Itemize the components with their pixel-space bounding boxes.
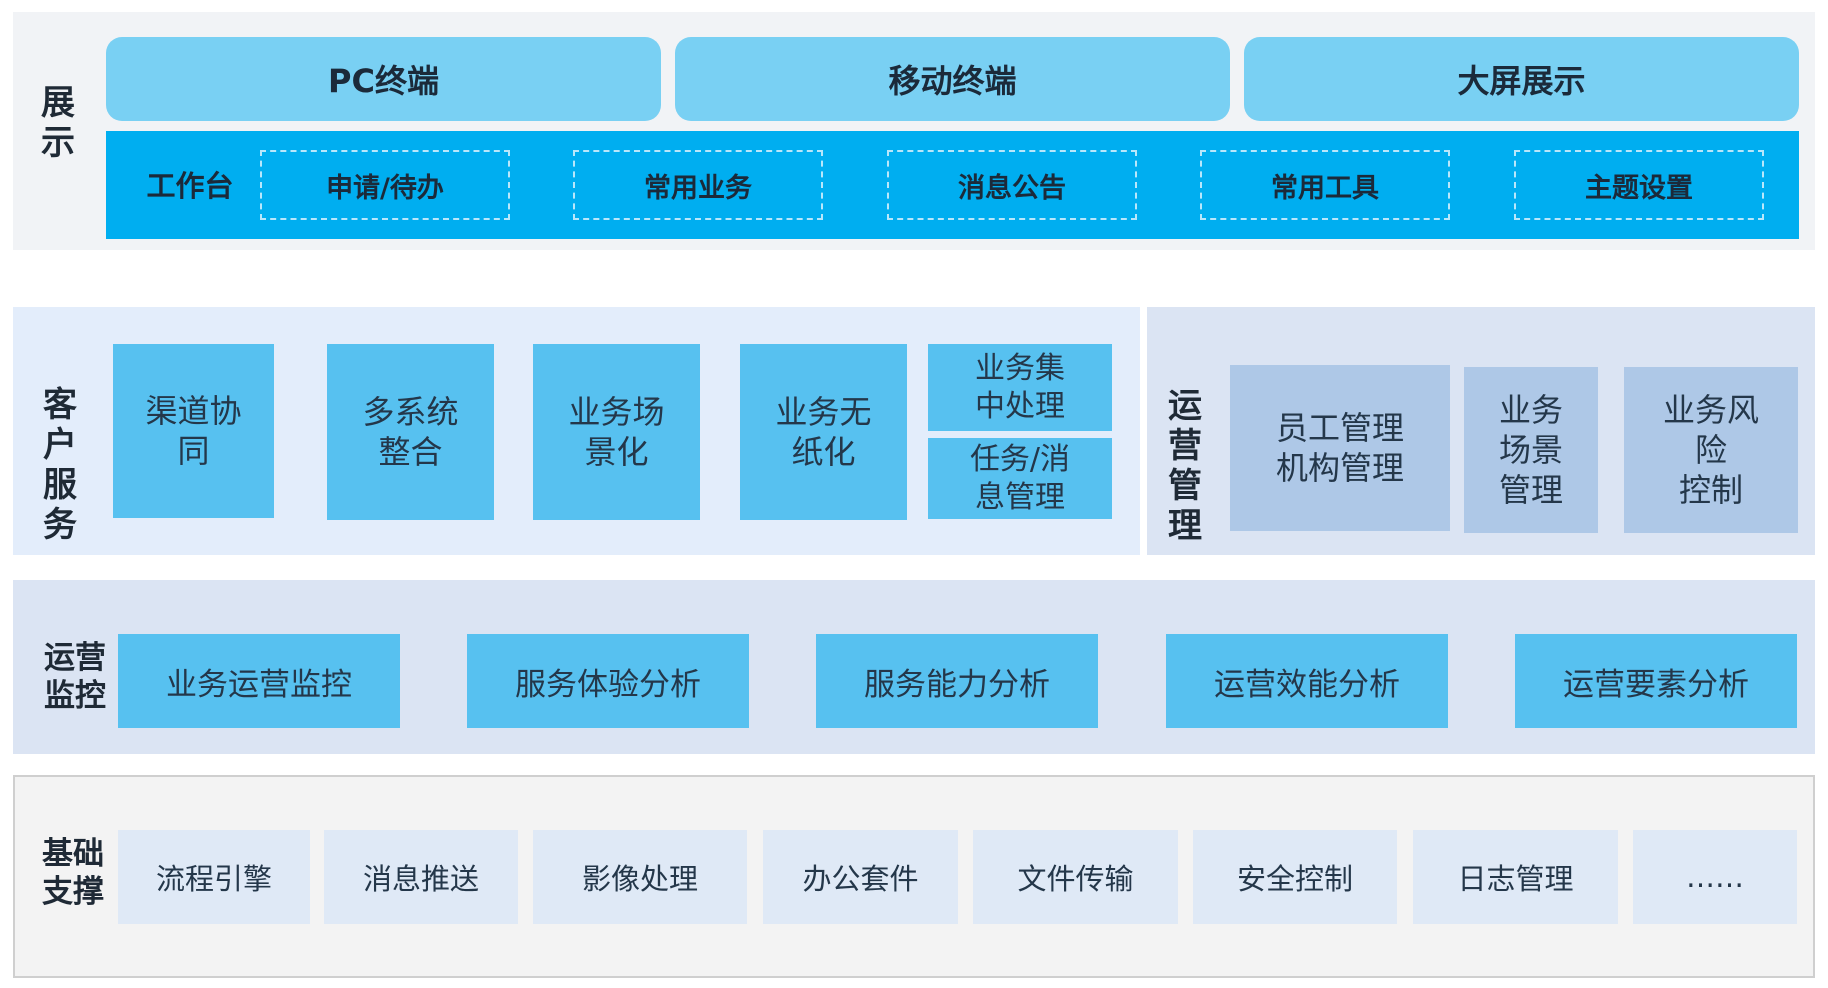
- workbench-label: 工作台: [146, 169, 234, 203]
- base-item-office-suite: 办公套件: [763, 830, 958, 924]
- customer-item-system-integration: 多系统 整合: [327, 344, 494, 520]
- monitor-item-elements: 运营要素分析: [1515, 634, 1797, 728]
- base-support-label: 基础 支撑: [42, 836, 104, 910]
- workbench-item-common-business: 常用业务: [573, 150, 823, 220]
- workbench-item-theme: 主题设置: [1514, 150, 1764, 220]
- monitor-item-business-ops: 业务运营监控: [118, 634, 400, 728]
- monitor-item-efficiency: 运营效能分析: [1166, 634, 1448, 728]
- base-item-more: ……: [1633, 830, 1797, 924]
- workbench-item-notice: 消息公告: [887, 150, 1137, 220]
- terminal-pc: PC终端: [106, 37, 661, 121]
- ops-item-staff-org: 员工管理 机构管理: [1230, 365, 1450, 531]
- monitor-item-experience: 服务体验分析: [467, 634, 749, 728]
- ops-item-risk-control: 业务风 险 控制: [1624, 367, 1798, 533]
- ops-management-label: 运 营 管 理: [1168, 386, 1202, 546]
- customer-item-paperless: 业务无 纸化: [740, 344, 907, 520]
- customer-item-task-message: 任务/消 息管理: [928, 438, 1112, 519]
- ops-item-scenario-mgmt: 业务 场景 管理: [1464, 367, 1598, 533]
- ops-monitor-label: 运营 监控: [44, 640, 106, 714]
- display-label: 展 示: [41, 83, 75, 163]
- customer-item-scenario: 业务场 景化: [533, 344, 700, 520]
- customer-item-channel-collab: 渠道协 同: [113, 344, 274, 518]
- base-item-log-management: 日志管理: [1413, 830, 1618, 924]
- customer-item-centralized: 业务集 中处理: [928, 344, 1112, 431]
- customer-service-label: 客 户 服 务: [43, 385, 77, 545]
- terminal-bigscreen: 大屏展示: [1244, 37, 1799, 121]
- base-item-file-transfer: 文件传输: [973, 830, 1178, 924]
- base-item-workflow-engine: 流程引擎: [118, 830, 310, 924]
- terminal-mobile: 移动终端: [675, 37, 1230, 121]
- base-item-message-push: 消息推送: [324, 830, 518, 924]
- workbench-bar: [106, 131, 1799, 239]
- base-item-image-processing: 影像处理: [533, 830, 747, 924]
- workbench-item-tools: 常用工具: [1200, 150, 1450, 220]
- workbench-item-request: 申请/待办: [260, 150, 510, 220]
- monitor-item-capability: 服务能力分析: [816, 634, 1098, 728]
- base-item-security-control: 安全控制: [1193, 830, 1397, 924]
